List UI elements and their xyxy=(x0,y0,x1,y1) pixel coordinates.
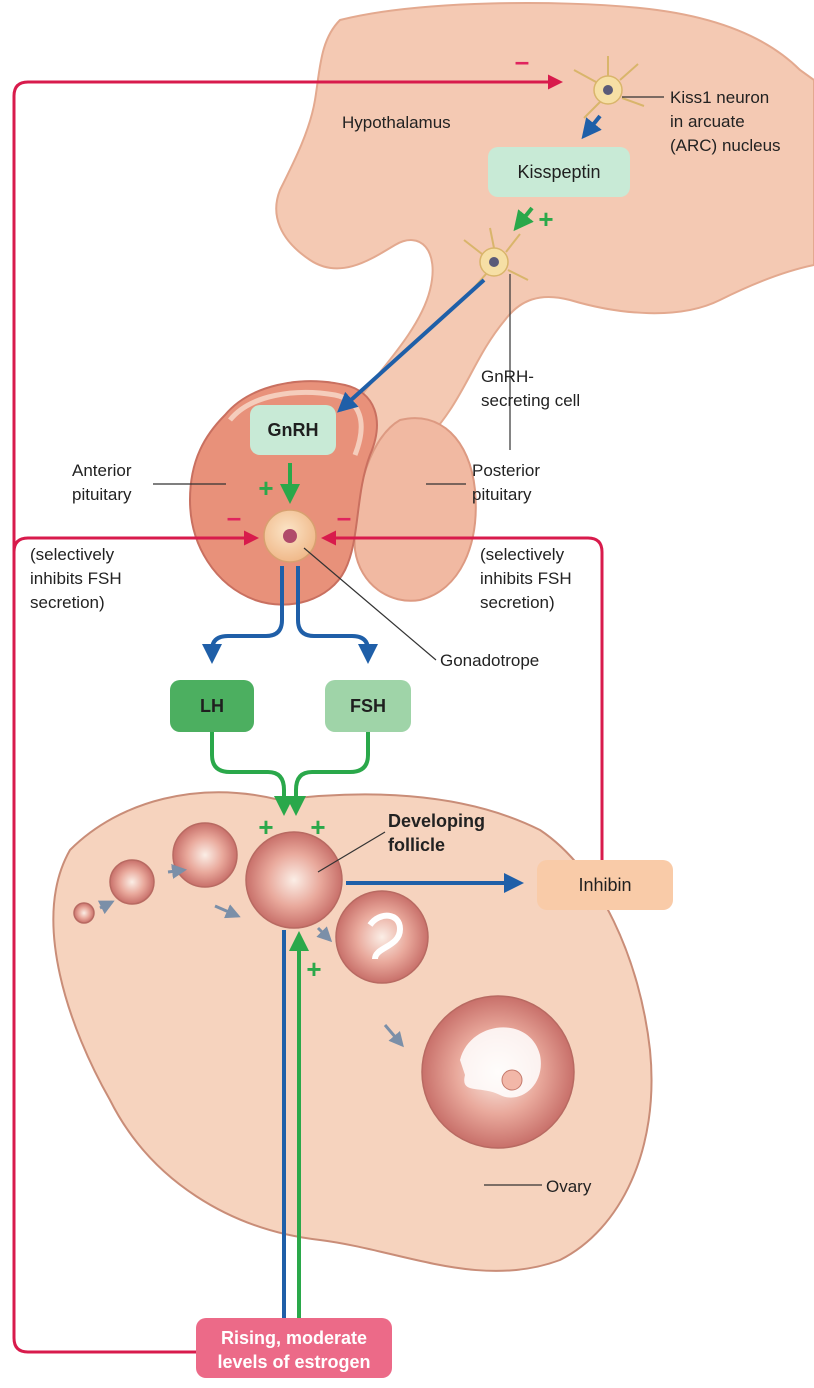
kiss1-label-line2: in arcuate xyxy=(670,112,745,131)
plus-sign-fsh: + xyxy=(310,812,325,842)
estrogen-label-line1: Rising, moderate xyxy=(221,1328,367,1348)
gonadotrope-cell xyxy=(264,510,316,562)
gnrh-label: GnRH xyxy=(268,420,319,440)
anterior-pituitary-label-line2: pituitary xyxy=(72,485,132,504)
minus-sign-inhibin-pituitary: – xyxy=(337,502,351,532)
minus-sign-hypothalamus: – xyxy=(515,46,529,76)
hypothalamus-label: Hypothalamus xyxy=(342,113,451,132)
plus-sign-estrogen-follicle: + xyxy=(306,954,321,984)
plus-sign-kisspeptin: + xyxy=(538,204,553,234)
right-inhibit-note-line3: secretion) xyxy=(480,593,555,612)
estrogen-box[interactable]: Rising, moderate levels of estrogen xyxy=(196,1318,392,1378)
inhibin-label: Inhibin xyxy=(578,875,631,895)
gnrh-cell-label-line2: secreting cell xyxy=(481,391,580,410)
right-inhibit-note-line2: inhibits FSH xyxy=(480,569,572,588)
gonadotrope-label: Gonadotrope xyxy=(440,651,539,670)
right-inhibit-note-line1: (selectively xyxy=(480,545,565,564)
minus-sign-estrogen-pituitary: – xyxy=(227,502,241,532)
developing-follicle-label-line1: Developing xyxy=(388,811,485,831)
kiss1-label-line3: (ARC) nucleus xyxy=(670,136,781,155)
kiss1-label-line1: Kiss1 neuron xyxy=(670,88,769,107)
lh-box[interactable]: LH xyxy=(170,680,254,732)
posterior-pituitary-label-line2: pituitary xyxy=(472,485,532,504)
left-inhibit-note-line1: (selectively xyxy=(30,545,115,564)
left-inhibit-note-line2: inhibits FSH xyxy=(30,569,122,588)
left-inhibit-note-line3: secretion) xyxy=(30,593,105,612)
plus-sign-lh: + xyxy=(258,812,273,842)
anterior-pituitary-label-line1: Anterior xyxy=(72,461,132,480)
developing-follicle-label-line2: follicle xyxy=(388,835,445,855)
inhibin-box[interactable]: Inhibin xyxy=(537,860,673,910)
kisspeptin-label: Kisspeptin xyxy=(517,162,600,182)
plus-sign-gnrh: + xyxy=(258,473,273,503)
lh-label: LH xyxy=(200,696,224,716)
ovary-label: Ovary xyxy=(546,1177,592,1196)
gnrh-box[interactable]: GnRH xyxy=(250,405,336,455)
fsh-label: FSH xyxy=(350,696,386,716)
kisspeptin-box[interactable]: Kisspeptin xyxy=(488,147,630,197)
estrogen-label-line2: levels of estrogen xyxy=(217,1352,370,1372)
gnrh-cell-label-line1: GnRH- xyxy=(481,367,534,386)
posterior-pituitary-label-line1: Posterior xyxy=(472,461,540,480)
fsh-box[interactable]: FSH xyxy=(325,680,411,732)
